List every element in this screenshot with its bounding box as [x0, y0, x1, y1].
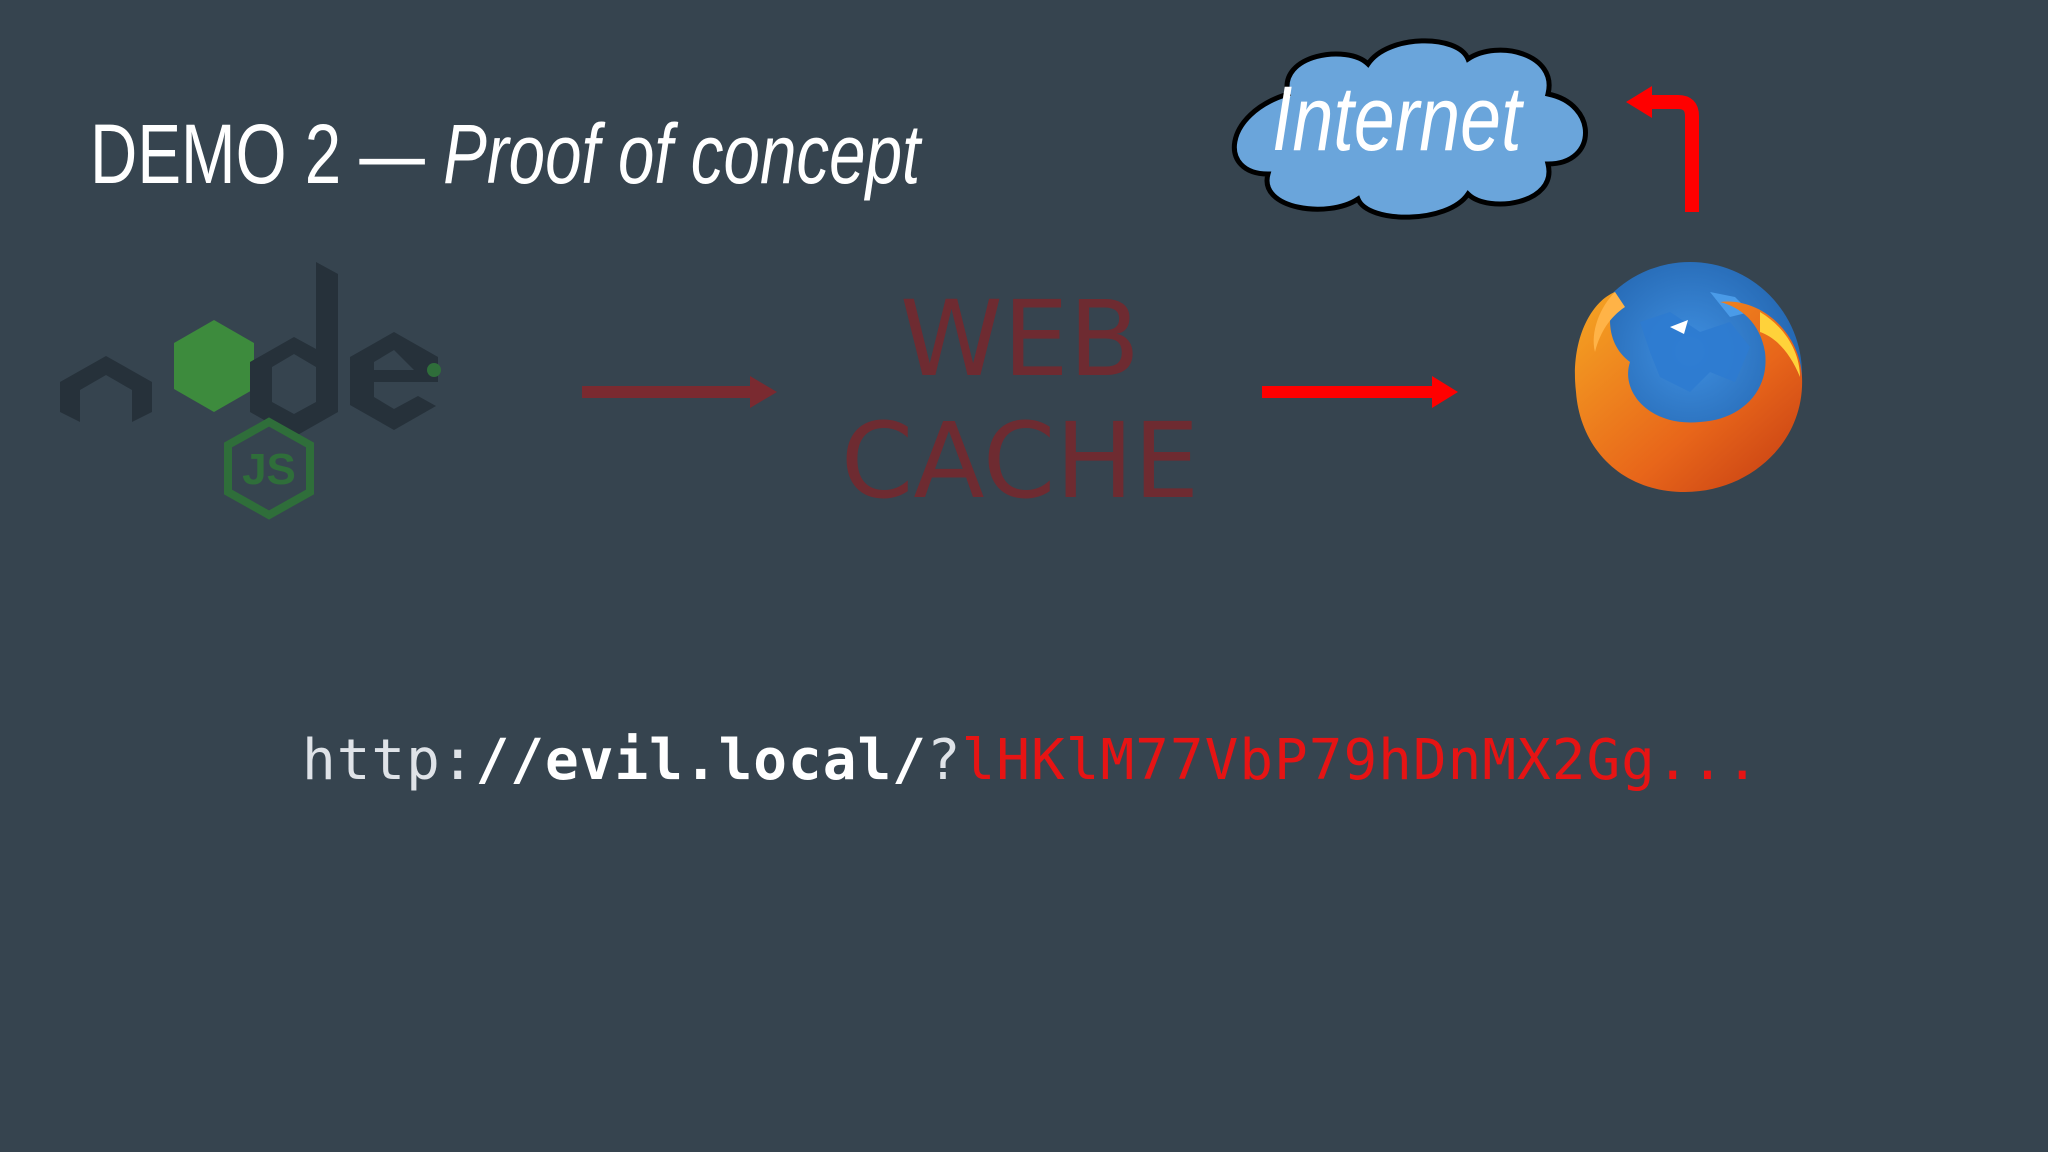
node-letter-e — [350, 332, 438, 430]
slide-title-main: DEMO 2 — — [90, 107, 444, 201]
cloud-label: Internet — [1272, 67, 1525, 170]
js-badge-hexagon — [224, 417, 314, 520]
nodejs-logo: JS — [60, 262, 441, 520]
url-separator: ? — [926, 728, 962, 793]
slide-title: DEMO 2 — Proof of concept — [90, 112, 920, 196]
node-hexagon — [174, 320, 254, 412]
arrow-server-to-cache — [582, 376, 777, 408]
malicious-url: http://evil.local/?lHKlM77VbP79hDnMX2Gg.… — [302, 728, 1760, 793]
web-cache-label: WEB CACHE — [830, 278, 1210, 522]
arrow-browser-to-internet — [1626, 86, 1699, 212]
url-host: //evil.local/ — [475, 728, 927, 793]
internet-cloud: Internet — [1231, 38, 1588, 220]
slide-title-sub: Proof of concept — [443, 107, 921, 201]
url-payload: lHKlM77VbP79hDnMX2Gg... — [961, 728, 1761, 793]
cloud-icon — [1231, 38, 1588, 220]
url-scheme: http: — [302, 728, 476, 793]
web-cache-line2: CACHE — [840, 400, 1200, 522]
arrow-cache-to-browser — [1262, 376, 1458, 408]
node-letter-n — [60, 356, 152, 422]
firefox-icon — [1574, 262, 1803, 492]
js-badge-label: JS — [242, 445, 296, 494]
node-letter-d — [250, 262, 338, 437]
web-cache-line1: WEB — [900, 278, 1140, 400]
